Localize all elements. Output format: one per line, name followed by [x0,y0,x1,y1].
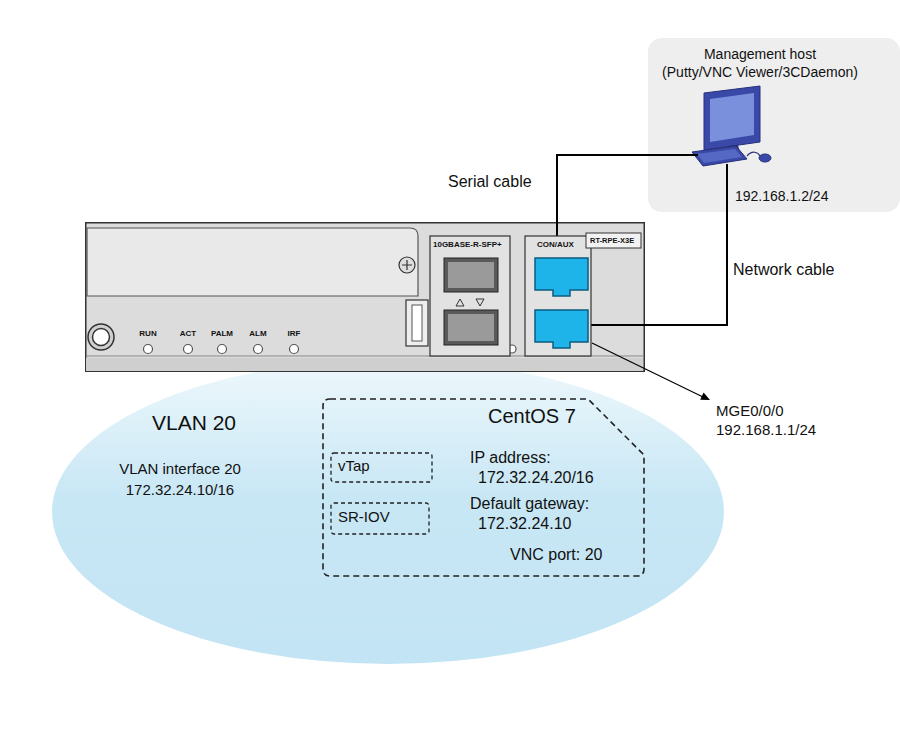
host-panel: Management host(Putty/VNC Viewer/3CDaemo… [648,38,900,212]
vm-box: CentOS 7 IP address:172.32.24.20/16Defaul… [322,398,645,577]
panel-label: ALM [249,329,266,339]
node-text: 172.32.24.10 [478,514,571,533]
panel-label: 10GBASE-R-SFP+ [433,240,502,250]
panel-label: CON/AUX [537,240,574,250]
device-front-panel: 10GBASE-R-SFP+ CON/AUX RT-RPE-X3E RUN ACT PAL… [85,222,645,372]
panel-label: PALM [211,329,233,339]
component-box: vTap [330,452,433,483]
node-text: (Putty/VNC Viewer/3CDaemon) [662,64,858,81]
vlan-region: VLAN 20 VLAN interface 20 172.32.24.10/16 C… [52,360,724,664]
node-text: 172.32.24.10/16 [126,481,234,499]
node-text: VLAN 20 [152,410,236,435]
node-text: SR-IOV [338,508,390,526]
node-text: 192.168.1.2/24 [735,188,828,205]
node-text: CentOS 7 [488,404,576,428]
panel-label: RUN [139,329,156,339]
node-text: 172.32.24.20/16 [478,468,594,487]
cable-connector [645,212,727,325]
computer-icon [692,86,771,166]
node-text: VNC port: 20 [510,545,602,564]
port-label: MGE0/0/0 [716,402,784,420]
node-text: Default gateway: [470,494,589,513]
cable-label: Network cable [733,260,834,279]
node-text: vTap [338,457,370,475]
node-text: IP address: [470,448,551,467]
port-label: 192.168.1.1/24 [716,421,816,439]
cable-connector [557,155,648,222]
component-box: SR-IOV [330,502,430,535]
panel-label: IRF [288,329,301,339]
panel-label: ACT [180,329,196,339]
cable-label: Serial cable [448,172,532,191]
node-text: VLAN interface 20 [119,460,241,478]
panel-label: RT-RPE-X3E [590,236,634,245]
node-text: Management host [704,46,816,63]
